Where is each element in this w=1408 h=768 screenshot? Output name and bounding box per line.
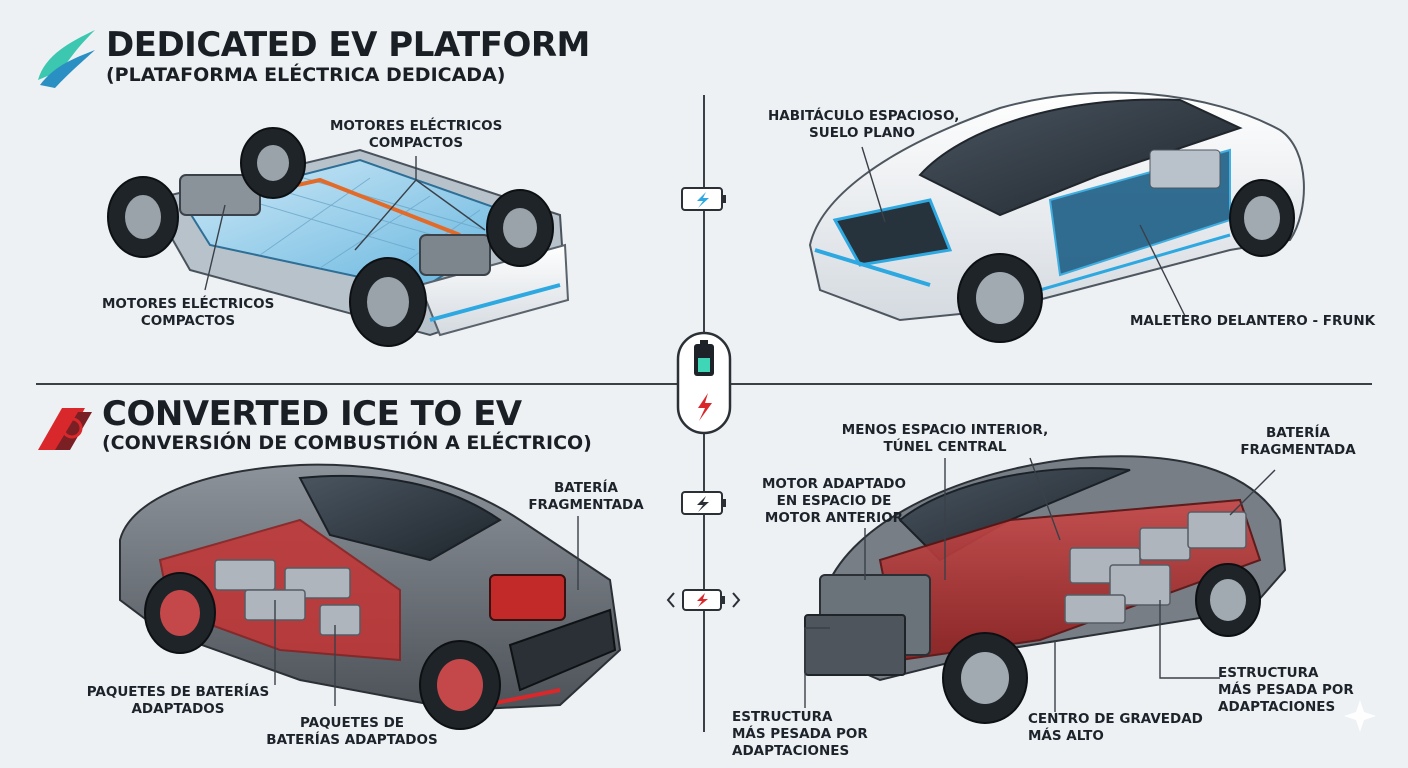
bottom-subtitle: (CONVERSIÓN DE COMBUSTIÓN A ELÉCTRICO): [102, 432, 592, 454]
label-frunk: MALETERO DELANTERO - FRUNK: [1130, 313, 1376, 329]
battery-swap-icon: [666, 589, 741, 611]
vertical-divider-bottom: [703, 432, 705, 732]
ev-skateboard-chassis: [107, 127, 570, 347]
logo-swirl-red-icon: [38, 408, 92, 450]
ice-grey-car: [119, 463, 622, 730]
sparkle-icon: [1344, 700, 1376, 732]
top-subtitle: (PLATAFORMA ELÉCTRICA DEDICADA): [106, 64, 506, 86]
ev-white-car: [808, 91, 1305, 343]
logo-wave-icon: [38, 30, 95, 88]
label-cabin: HABITÁCULO ESPACIOSO,SUELO PLANO: [768, 108, 960, 141]
ice-red-frame-car: [804, 455, 1287, 724]
label-less-space: MENOS ESPACIO INTERIOR,TÚNEL CENTRAL: [841, 422, 1049, 455]
battery-charging-icon-2: [681, 491, 726, 515]
battery-charging-icon: [681, 187, 726, 211]
vertical-divider-top: [703, 95, 705, 335]
battery-pill-icon: [676, 331, 732, 435]
leader-lines: [204, 146, 1276, 712]
top-title: DEDICATED EV PLATFORM: [106, 25, 590, 65]
bottom-title: CONVERTED ICE TO EV: [102, 394, 522, 434]
